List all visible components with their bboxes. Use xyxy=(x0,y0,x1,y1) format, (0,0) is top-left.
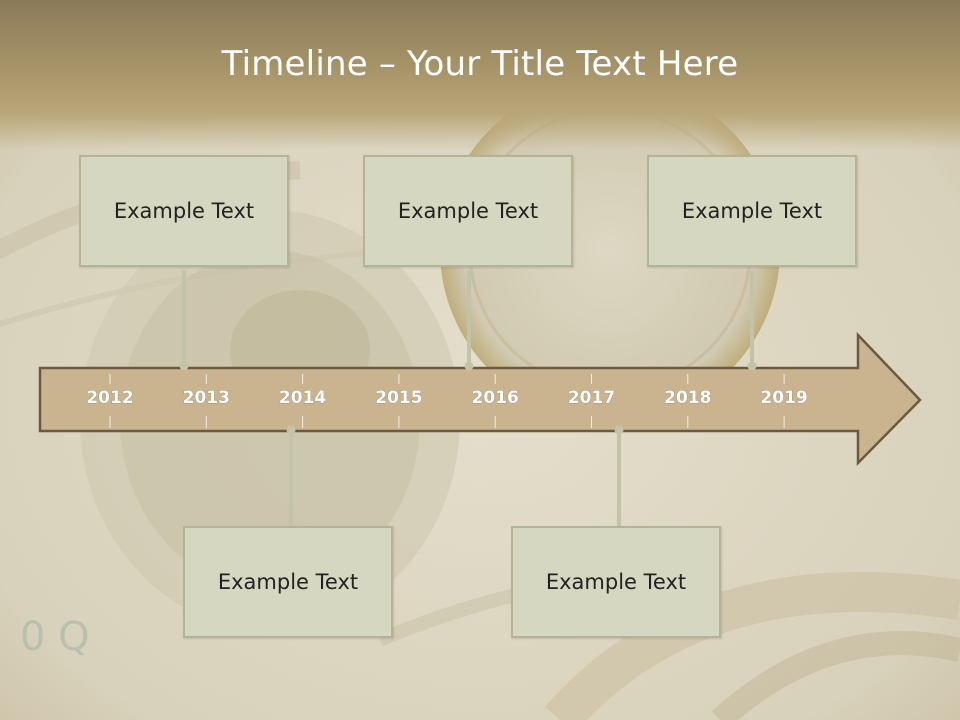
year-label: 2019 xyxy=(760,388,807,408)
event-box-top[interactable]: Example Text xyxy=(79,155,289,267)
connector-dot xyxy=(286,425,296,435)
slide-title: Timeline – Your Title Text Here xyxy=(221,44,739,84)
event-box-top[interactable]: Example Text xyxy=(647,155,857,267)
event-box-top[interactable]: Example Text xyxy=(363,155,573,267)
timeline-arrow xyxy=(38,331,922,467)
connector-dot xyxy=(614,425,624,435)
year-label: 2014 xyxy=(279,388,326,408)
event-box-bottom[interactable]: Example Text xyxy=(511,526,721,638)
year-label: 2016 xyxy=(472,388,519,408)
year-label: 2013 xyxy=(183,388,230,408)
event-box-bottom[interactable]: Example Text xyxy=(183,526,393,638)
year-label: 2018 xyxy=(664,388,711,408)
title-band xyxy=(0,0,960,150)
svg-text:0 Q: 0 Q xyxy=(20,614,90,660)
connector-dot xyxy=(464,361,474,371)
connector-dot xyxy=(179,361,189,371)
connector-dot xyxy=(747,361,757,371)
year-label: 2015 xyxy=(375,388,422,408)
year-label: 2017 xyxy=(568,388,615,408)
year-label: 2012 xyxy=(86,388,133,408)
